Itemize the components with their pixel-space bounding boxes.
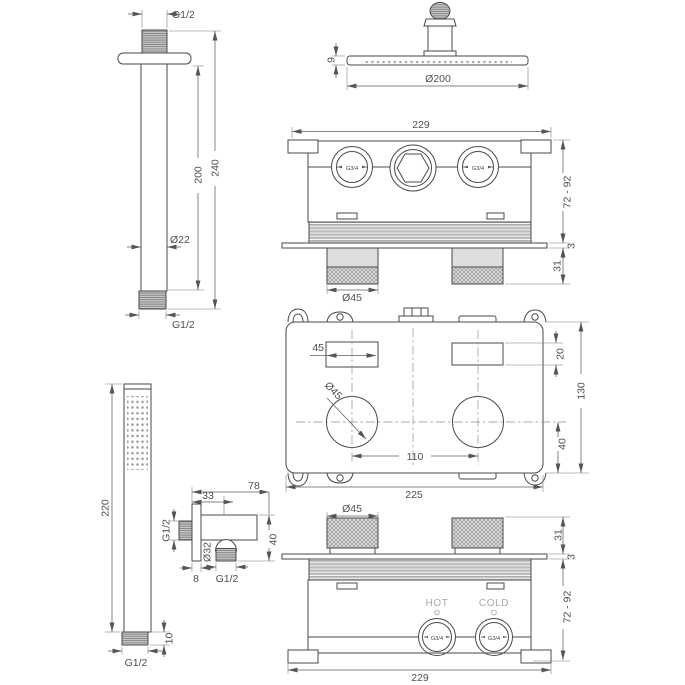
mount-ear xyxy=(287,472,309,487)
dim-arm-bottom-thread: G1/2 xyxy=(172,319,195,331)
valve-right-tab xyxy=(520,649,552,664)
valve-plate xyxy=(281,242,548,249)
head-ball-joint xyxy=(429,2,451,20)
port-label-bottom-left: G3/4 xyxy=(431,636,443,642)
port-label-front-left: G3/4 xyxy=(346,166,358,172)
dim-back-hole-spacing: 110 xyxy=(407,451,424,463)
hot-label: HOT xyxy=(426,598,449,609)
dim-bottom-plate: 3 xyxy=(566,554,578,560)
head-nozzles xyxy=(362,60,512,64)
arm-top-thread xyxy=(141,29,168,54)
dim-valve-front-plate: 3 xyxy=(566,243,578,249)
outlet-bottom-thread xyxy=(215,548,237,562)
valve-slot xyxy=(486,212,505,220)
dim-bottom-knob-diameter: Ø45 xyxy=(342,503,362,515)
valve-back-body xyxy=(285,321,544,474)
arm-ceiling-flange xyxy=(117,52,192,65)
head-shower-drawing: 9 Ø200 xyxy=(326,2,529,90)
arm-tube xyxy=(140,63,168,292)
dim-arm-top-thread: G1/2 xyxy=(172,9,195,21)
port-label-front-right: G3/4 xyxy=(472,166,484,172)
outlet-inlet-thread xyxy=(178,520,193,541)
head-neck-base xyxy=(423,50,457,57)
valve-back-view: 45 20 130 40 Ø45 110 225 xyxy=(285,307,589,501)
hand-shower-drawing: 220 10 G1/2 xyxy=(100,383,176,669)
flat-tab xyxy=(458,315,497,322)
dim-head-diameter: Ø200 xyxy=(425,73,451,85)
dim-valve-front-knob-diameter: Ø45 xyxy=(342,292,362,304)
hand-shower-nozzles xyxy=(127,396,148,470)
hand-shower-thread xyxy=(121,631,149,646)
dim-back-center-offset: 40 xyxy=(557,438,569,450)
dim-back-body-width: 225 xyxy=(405,489,423,501)
dim-back-slot-height: 20 xyxy=(555,348,567,360)
dim-outlet-bottom-thread: G1/2 xyxy=(216,573,239,585)
dim-hand-shower-length: 220 xyxy=(100,499,112,517)
valve-hex-plug xyxy=(396,153,430,183)
valve-knob-left xyxy=(326,517,379,549)
ceiling-arm-drawing: G1/2 240 200 Ø22 G1/2 xyxy=(117,9,222,331)
mount-ear xyxy=(326,311,354,323)
head-neck xyxy=(427,25,453,52)
dim-hand-shower-thread: G1/2 xyxy=(125,657,148,669)
valve-ribs xyxy=(308,558,532,581)
dim-head-thickness: 9 xyxy=(326,57,338,63)
dim-arm-tube-diameter: Ø22 xyxy=(170,234,190,246)
mount-ear xyxy=(326,472,354,484)
port-label-bottom-right: G3/4 xyxy=(488,636,500,642)
valve-right-tab xyxy=(520,139,552,154)
outlet-body xyxy=(200,514,258,541)
dim-valve-front-width: 229 xyxy=(412,119,430,131)
valve-slot xyxy=(336,212,358,220)
dim-outlet-width: 78 xyxy=(248,480,260,492)
outlet-wall-plate xyxy=(191,503,202,562)
dim-arm-total-length: 240 xyxy=(210,159,222,177)
valve-left-tab xyxy=(287,139,319,154)
dim-bottom-depth: 72 - 92 xyxy=(562,591,574,624)
dim-back-slot-width: 45 xyxy=(312,342,324,354)
wall-outlet-drawing: 78 33 G1/2 Ø32 8 G1/2 40 xyxy=(161,480,280,585)
dim-outlet-height: 40 xyxy=(268,534,280,546)
valve-ribs xyxy=(308,221,532,244)
valve-knob-left xyxy=(326,247,379,268)
dim-arm-tube-length: 200 xyxy=(193,166,205,184)
dim-outlet-offset: 33 xyxy=(202,490,214,502)
mount-ear xyxy=(287,308,309,323)
mount-ear xyxy=(523,309,547,323)
valve-bottom-view: Ø45 HOT COLD G3/4 G3/4 229 xyxy=(281,503,578,684)
dim-back-body-height: 130 xyxy=(576,382,588,400)
dim-outlet-diameter: Ø32 xyxy=(202,542,214,562)
valve-slot xyxy=(486,582,505,590)
dim-valve-front-knob-height: 31 xyxy=(552,260,564,272)
dim-outlet-plate-thickness: 8 xyxy=(193,573,199,585)
valve-slot xyxy=(336,582,358,590)
valve-back-window-right xyxy=(451,342,504,366)
valve-knob-right xyxy=(451,247,504,268)
valve-hex-fitting xyxy=(403,307,429,317)
valve-plate xyxy=(281,553,548,560)
dim-valve-bottom-width: 229 xyxy=(411,672,429,684)
cold-label: COLD xyxy=(479,598,509,609)
head-collar xyxy=(423,18,457,27)
dim-bottom-knob-height: 31 xyxy=(553,529,565,541)
flat-tab xyxy=(458,473,497,480)
valve-front-view: G3/4 G3/4 229 Ø45 72 - 92 3 xyxy=(281,119,578,304)
arm-bottom-thread xyxy=(138,290,167,310)
dim-hand-shower-thread-height: 10 xyxy=(164,633,176,645)
valve-left-tab xyxy=(287,649,319,664)
dim-outlet-inlet-thread: G1/2 xyxy=(161,519,173,542)
valve-knob-right xyxy=(451,517,504,549)
dim-valve-front-depth: 72 - 92 xyxy=(562,176,574,209)
